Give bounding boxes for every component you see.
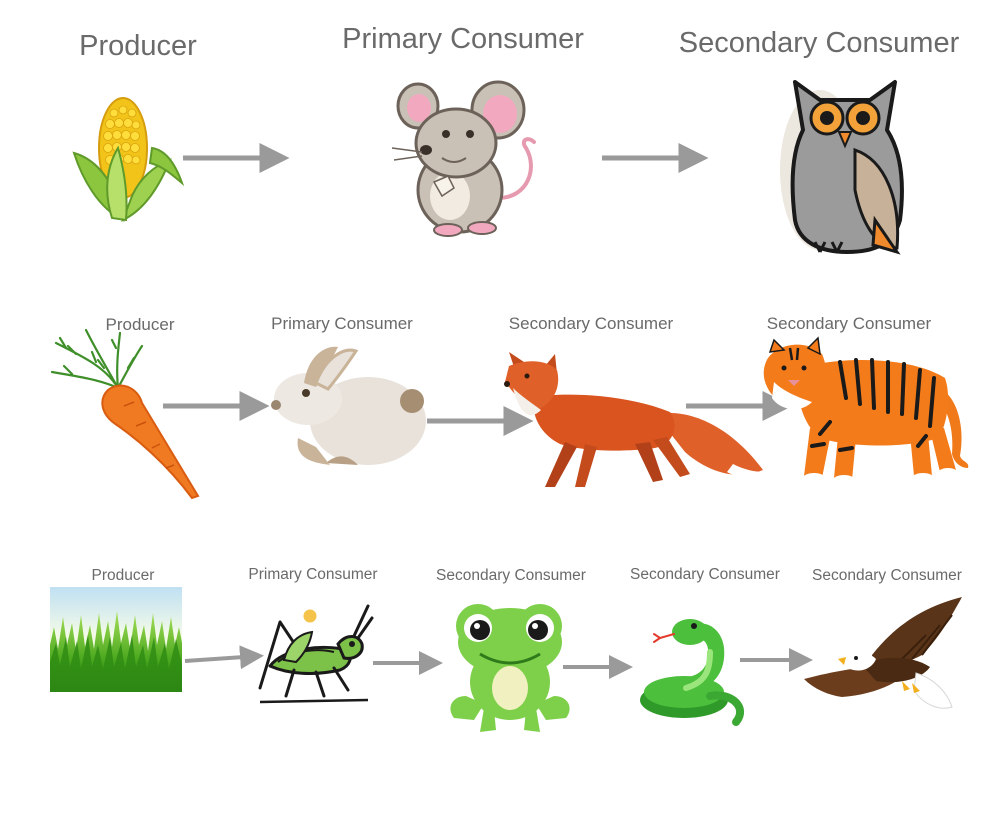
tiger-image	[763, 336, 969, 485]
row1-label-producer: Producer	[79, 30, 197, 62]
grasshopper-image	[258, 604, 374, 704]
row2-label-secondary-consumer-fox: Secondary Consumer	[508, 314, 674, 333]
row3-label-secondary-consumer-eagle: Secondary Consumer	[812, 567, 962, 584]
row1-label-primary-consumer: Primary Consumer	[342, 23, 584, 55]
carrot-image	[50, 328, 200, 500]
fox-image	[504, 352, 765, 487]
row3-label-secondary-consumer-frog: Secondary Consumer	[436, 567, 586, 584]
row2-label-secondary-consumer-tiger: Secondary Consumer	[766, 314, 932, 333]
mouse-image	[391, 80, 536, 237]
row2-label-producer: Producer	[105, 315, 175, 334]
grass-image	[50, 587, 182, 692]
frog-image	[450, 604, 570, 732]
eagle-image	[804, 597, 962, 709]
arrow-grass-to-grasshopper	[184, 645, 264, 670]
row3-label-producer: Producer	[91, 567, 155, 584]
owl-image	[780, 80, 904, 255]
row2-label-primary-consumer: Primary Consumer	[271, 314, 413, 333]
row1-label-secondary-consumer: Secondary Consumer	[678, 27, 960, 59]
row3-label-primary-consumer: Primary Consumer	[248, 566, 378, 583]
rabbit-image	[271, 346, 426, 465]
row3-label-secondary-consumer-snake: Secondary Consumer	[630, 566, 780, 583]
corn-image	[72, 97, 185, 222]
snake-image	[640, 619, 745, 726]
